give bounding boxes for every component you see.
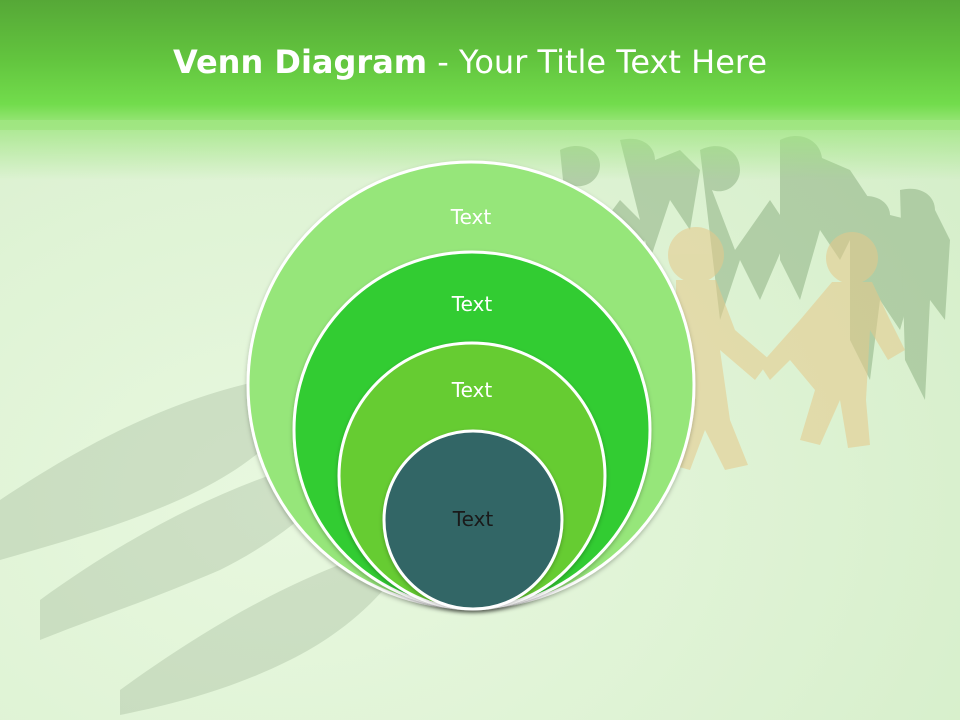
slide-title-rest: - Your Title Text Here — [427, 43, 768, 81]
third-circle-label: Text — [451, 378, 493, 402]
slide-title-bold: Venn Diagram — [172, 43, 428, 81]
inner-circle[interactable] — [382, 429, 564, 611]
outer-circle-label: Text — [450, 205, 492, 229]
slide-title: Venn Diagram - Your Title Text Here — [0, 40, 940, 84]
inner-circle-label: Text — [452, 507, 494, 531]
second-circle-label: Text — [451, 292, 493, 316]
title-bar — [0, 0, 960, 130]
